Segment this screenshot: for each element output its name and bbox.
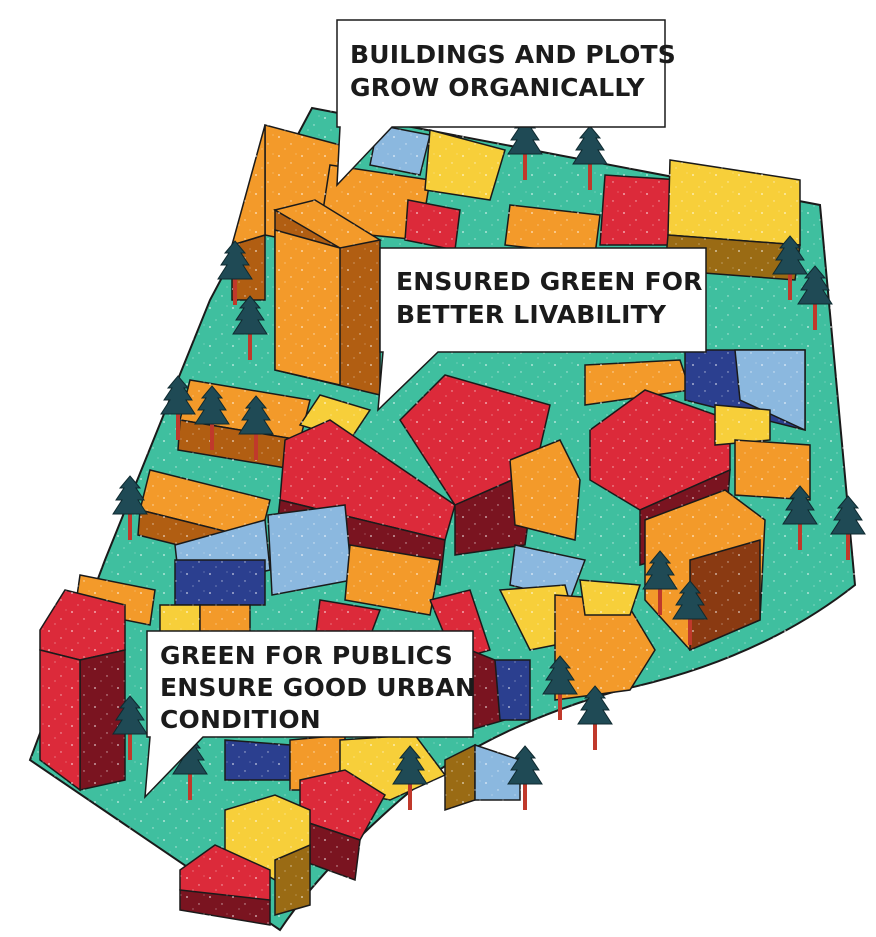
callout-bottom-line1: GREEN FOR PUBLICS: [160, 641, 453, 670]
callout-bottom-line2: ENSURE GOOD URBAN: [160, 673, 476, 702]
callout-top-line2: GROW ORGANICALLY: [350, 73, 646, 102]
callout-bottom: GREEN FOR PUBLICS ENSURE GOOD URBAN COND…: [144, 630, 476, 800]
callout-middle-line2: BETTER LIVABILITY: [396, 300, 667, 329]
callout-bottom-line3: CONDITION: [160, 705, 321, 734]
callout-top-line1: BUILDINGS AND PLOTS: [350, 40, 676, 69]
callout-middle-box: [377, 247, 707, 412]
callout-top-box: [336, 19, 666, 187]
callout-middle-line1: ENSURED GREEN FOR: [396, 267, 703, 296]
callout-middle: ENSURED GREEN FOR BETTER LIVABILITY: [377, 247, 707, 412]
callout-bottom-box: [144, 630, 474, 800]
speckle-texture: [30, 100, 860, 930]
callout-top: BUILDINGS AND PLOTS GROW ORGANICALLY: [336, 19, 676, 187]
